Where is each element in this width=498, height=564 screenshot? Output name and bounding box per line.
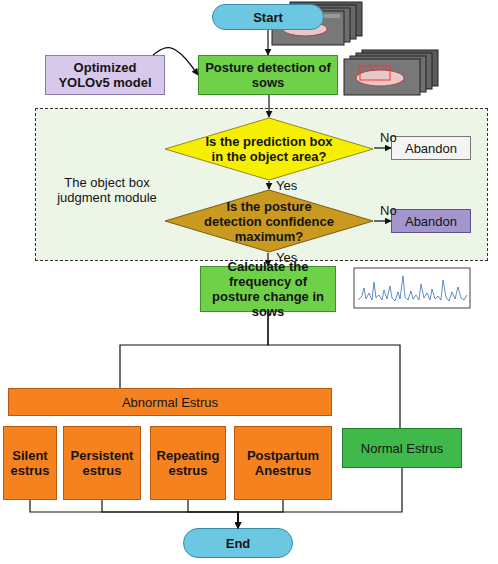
- node-text: Abnormal Estrus: [122, 395, 218, 410]
- outcome-box: Postpartum Anestrus: [234, 426, 332, 500]
- node-text: Is the posture detection confidence maxi…: [200, 199, 338, 244]
- node-text: End: [226, 536, 251, 551]
- node-text: Persistent estrus: [67, 448, 137, 478]
- category-band: Abnormal Estrus: [8, 388, 332, 416]
- connector: [188, 500, 238, 528]
- node-text: Postpartum Anestrus: [238, 448, 328, 478]
- node-text: Start: [253, 10, 283, 25]
- node-text: Is the prediction box in the object area…: [202, 134, 336, 164]
- decision-diamond: Is the prediction box in the object area…: [164, 117, 374, 181]
- outcome-box: Normal Estrus: [342, 428, 462, 468]
- diamond-shape: [165, 118, 373, 180]
- module-region: The object box judgment module Is the pre…: [35, 108, 488, 261]
- node-text: Silent estrus: [7, 448, 53, 478]
- connector: [238, 500, 283, 528]
- node-text: Abandon: [405, 141, 457, 156]
- edge-label: No: [380, 131, 397, 145]
- decision-diamond: Is the posture detection confidence maxi…: [164, 189, 374, 253]
- connector: [30, 500, 238, 528]
- connector: [267, 30, 268, 55]
- edge-label: Yes: [276, 179, 297, 193]
- frequency-chart-thumbnail: [354, 268, 470, 308]
- connector: [120, 312, 268, 388]
- process-box: Posture detection of sows: [198, 55, 338, 95]
- process-box: Calculate the frequency of posture chang…: [200, 266, 336, 312]
- node-text: Normal Estrus: [361, 441, 443, 456]
- edge-label: No: [380, 204, 397, 218]
- node-text: The object box judgment module: [48, 175, 166, 205]
- model-box: Optimized YOLOv5 model: [45, 55, 165, 95]
- node-text: Posture detection of sows: [202, 60, 334, 90]
- node-text: Abandon: [405, 214, 457, 229]
- sow-photo-stack: [344, 50, 438, 95]
- node-text: Repeating estrus: [154, 448, 222, 478]
- diamond-shape: [165, 190, 373, 252]
- node-text: Optimized YOLOv5 model: [49, 60, 161, 90]
- end-terminal: End: [183, 528, 293, 558]
- abandon-box: Abandon: [391, 209, 471, 233]
- node-text: Calculate the frequency of posture chang…: [204, 259, 332, 319]
- outcome-box: Persistent estrus: [63, 426, 141, 500]
- edge-label: Yes: [276, 251, 297, 265]
- outcome-box: Repeating estrus: [150, 426, 226, 500]
- outcome-box: Silent estrus: [3, 426, 57, 500]
- start-terminal: Start: [212, 4, 324, 30]
- connector: [102, 500, 238, 528]
- abandon-box: Abandon: [391, 136, 471, 160]
